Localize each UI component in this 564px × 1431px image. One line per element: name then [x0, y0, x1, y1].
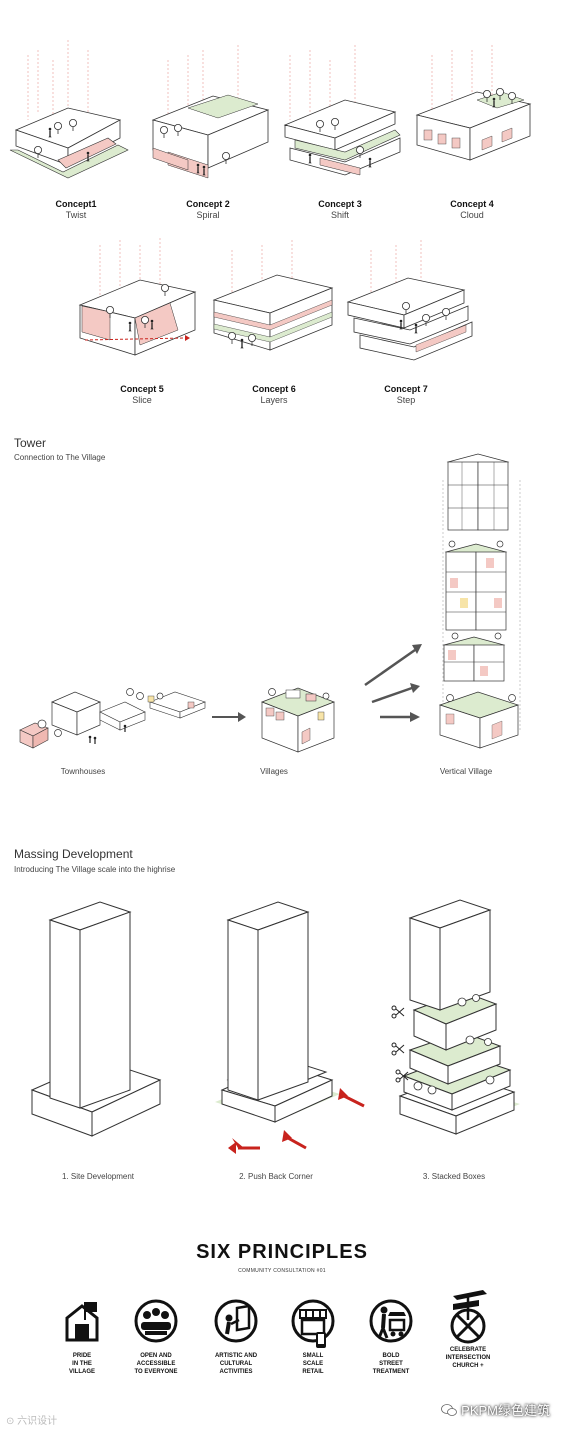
tower-section-subtitle: Connection to The Village	[14, 453, 106, 462]
principle-artistic-label: ARTISTIC AND CULTURAL ACTIVITIES	[214, 1353, 258, 1375]
arrow-icon	[412, 644, 422, 654]
concept-6-label: Concept 6 Layers	[214, 384, 334, 406]
concept-3-title: Concept 3	[318, 199, 362, 209]
intersection-signpost-icon	[450, 1290, 487, 1344]
house-flag-icon	[65, 1302, 99, 1342]
concept-1-title: Concept1	[55, 199, 97, 209]
concept-1-twist-diagram	[9, 40, 129, 179]
watermark-left-text: 六识设计	[17, 1416, 58, 1427]
principle-artistic: ARTISTIC AND CULTURAL ACTIVITIES	[200, 1298, 272, 1376]
tower-section-title: Tower	[14, 436, 47, 450]
concept-7-title: Concept 7	[384, 384, 428, 394]
concept-7-step-diagram	[346, 240, 473, 361]
concept-4-label: Concept 4 Cloud	[412, 199, 532, 221]
concept-4-cloud-diagram	[415, 45, 532, 161]
site-development-drawing	[30, 901, 162, 1137]
push-back-corner-label: 2. Push Back Corner	[239, 1172, 313, 1181]
concept-6-layers-diagram	[212, 240, 334, 351]
storefront-icon	[291, 1299, 335, 1348]
concept-5-title: Concept 5	[120, 384, 164, 394]
concept-diagrams	[9, 40, 532, 361]
concept-4-subtitle: Cloud	[460, 210, 484, 220]
watermark-right-text: PKPM绿色建筑	[461, 1403, 550, 1418]
principle-pride: PRIDE IN THE VILLAGE	[46, 1298, 118, 1376]
concept-5-label: Concept 5 Slice	[82, 384, 202, 406]
villages-drawing	[261, 687, 335, 753]
push-arrow-icon	[228, 1088, 365, 1154]
concept-5-slice-diagram	[78, 238, 197, 356]
wechat-logo-icon	[441, 1403, 458, 1416]
massing-section-title: Massing Development	[14, 847, 133, 861]
concept-5-subtitle: Slice	[132, 395, 152, 405]
concept-3-shift-diagram	[283, 45, 401, 176]
stacked-boxes-drawing	[391, 899, 520, 1135]
concept-2-subtitle: Spiral	[196, 210, 220, 220]
concept-3-label: Concept 3 Shift	[280, 199, 400, 221]
principle-street: BOLD STREET TREATMENT	[355, 1298, 427, 1376]
concept-2-label: Concept 2 Spiral	[148, 199, 268, 221]
principle-intersection: CELEBRATE INTERSECTION CHURCH +	[432, 1290, 504, 1370]
principle-retail: SMALL SCALE RETAIL	[277, 1298, 349, 1376]
push-back-corner-drawing	[215, 901, 365, 1154]
principle-open: OPEN AND ACCESSIBLE TO EVERYONE	[120, 1298, 192, 1376]
six-principles-title: SIX PRINCIPLES	[196, 1241, 368, 1263]
site-development-label: 1. Site Development	[61, 1172, 135, 1181]
watermark-right: PKPM绿色建筑	[441, 1400, 550, 1419]
townhouses-drawing	[19, 688, 206, 749]
villages-label: Villages	[260, 767, 288, 776]
concept-4-title: Concept 4	[450, 199, 494, 209]
concept-2-spiral-diagram	[151, 45, 270, 179]
stacked-boxes-label: 3. Stacked Boxes	[422, 1172, 486, 1181]
concept-1-label: Concept1 Twist	[16, 199, 136, 221]
six-principles-subtitle: COMMUNITY CONSULTATION #01	[238, 1268, 326, 1274]
principle-retail-label: SMALL SCALE RETAIL	[302, 1353, 324, 1375]
concept-7-subtitle: Step	[396, 395, 416, 405]
massing-diagram	[30, 899, 520, 1154]
vertical-village-label: Vertical Village	[439, 767, 493, 776]
tower-diagram	[19, 453, 521, 753]
street-vendor-icon	[369, 1299, 413, 1343]
concept-2-title: Concept 2	[186, 199, 230, 209]
art-easel-icon	[214, 1299, 258, 1343]
principle-street-label: BOLD STREET TREATMENT	[372, 1353, 410, 1375]
principle-open-label: OPEN AND ACCESSIBLE TO EVERYONE	[134, 1353, 178, 1375]
weibo-logo-icon: ⊙	[6, 1416, 15, 1427]
scissors-icon	[391, 1005, 409, 1083]
principle-pride-label: PRIDE IN THE VILLAGE	[68, 1353, 95, 1375]
concept-6-subtitle: Layers	[260, 395, 288, 405]
vertical-village-drawing	[438, 453, 521, 749]
watermark-left: ⊙ 六识设计	[6, 1412, 57, 1427]
concept-7-label: Concept 7 Step	[346, 384, 466, 406]
townhouses-label: Townhouses	[60, 767, 106, 776]
concept-1-subtitle: Twist	[65, 210, 87, 220]
principle-intersection-label: CELEBRATE INTERSECTION CHURCH +	[445, 1347, 491, 1369]
concept-3-subtitle: Shift	[330, 210, 349, 220]
massing-section-subtitle: Introducing The Village scale into the h…	[14, 865, 176, 874]
community-table-icon	[134, 1299, 178, 1343]
concept-6-title: Concept 6	[252, 384, 296, 394]
